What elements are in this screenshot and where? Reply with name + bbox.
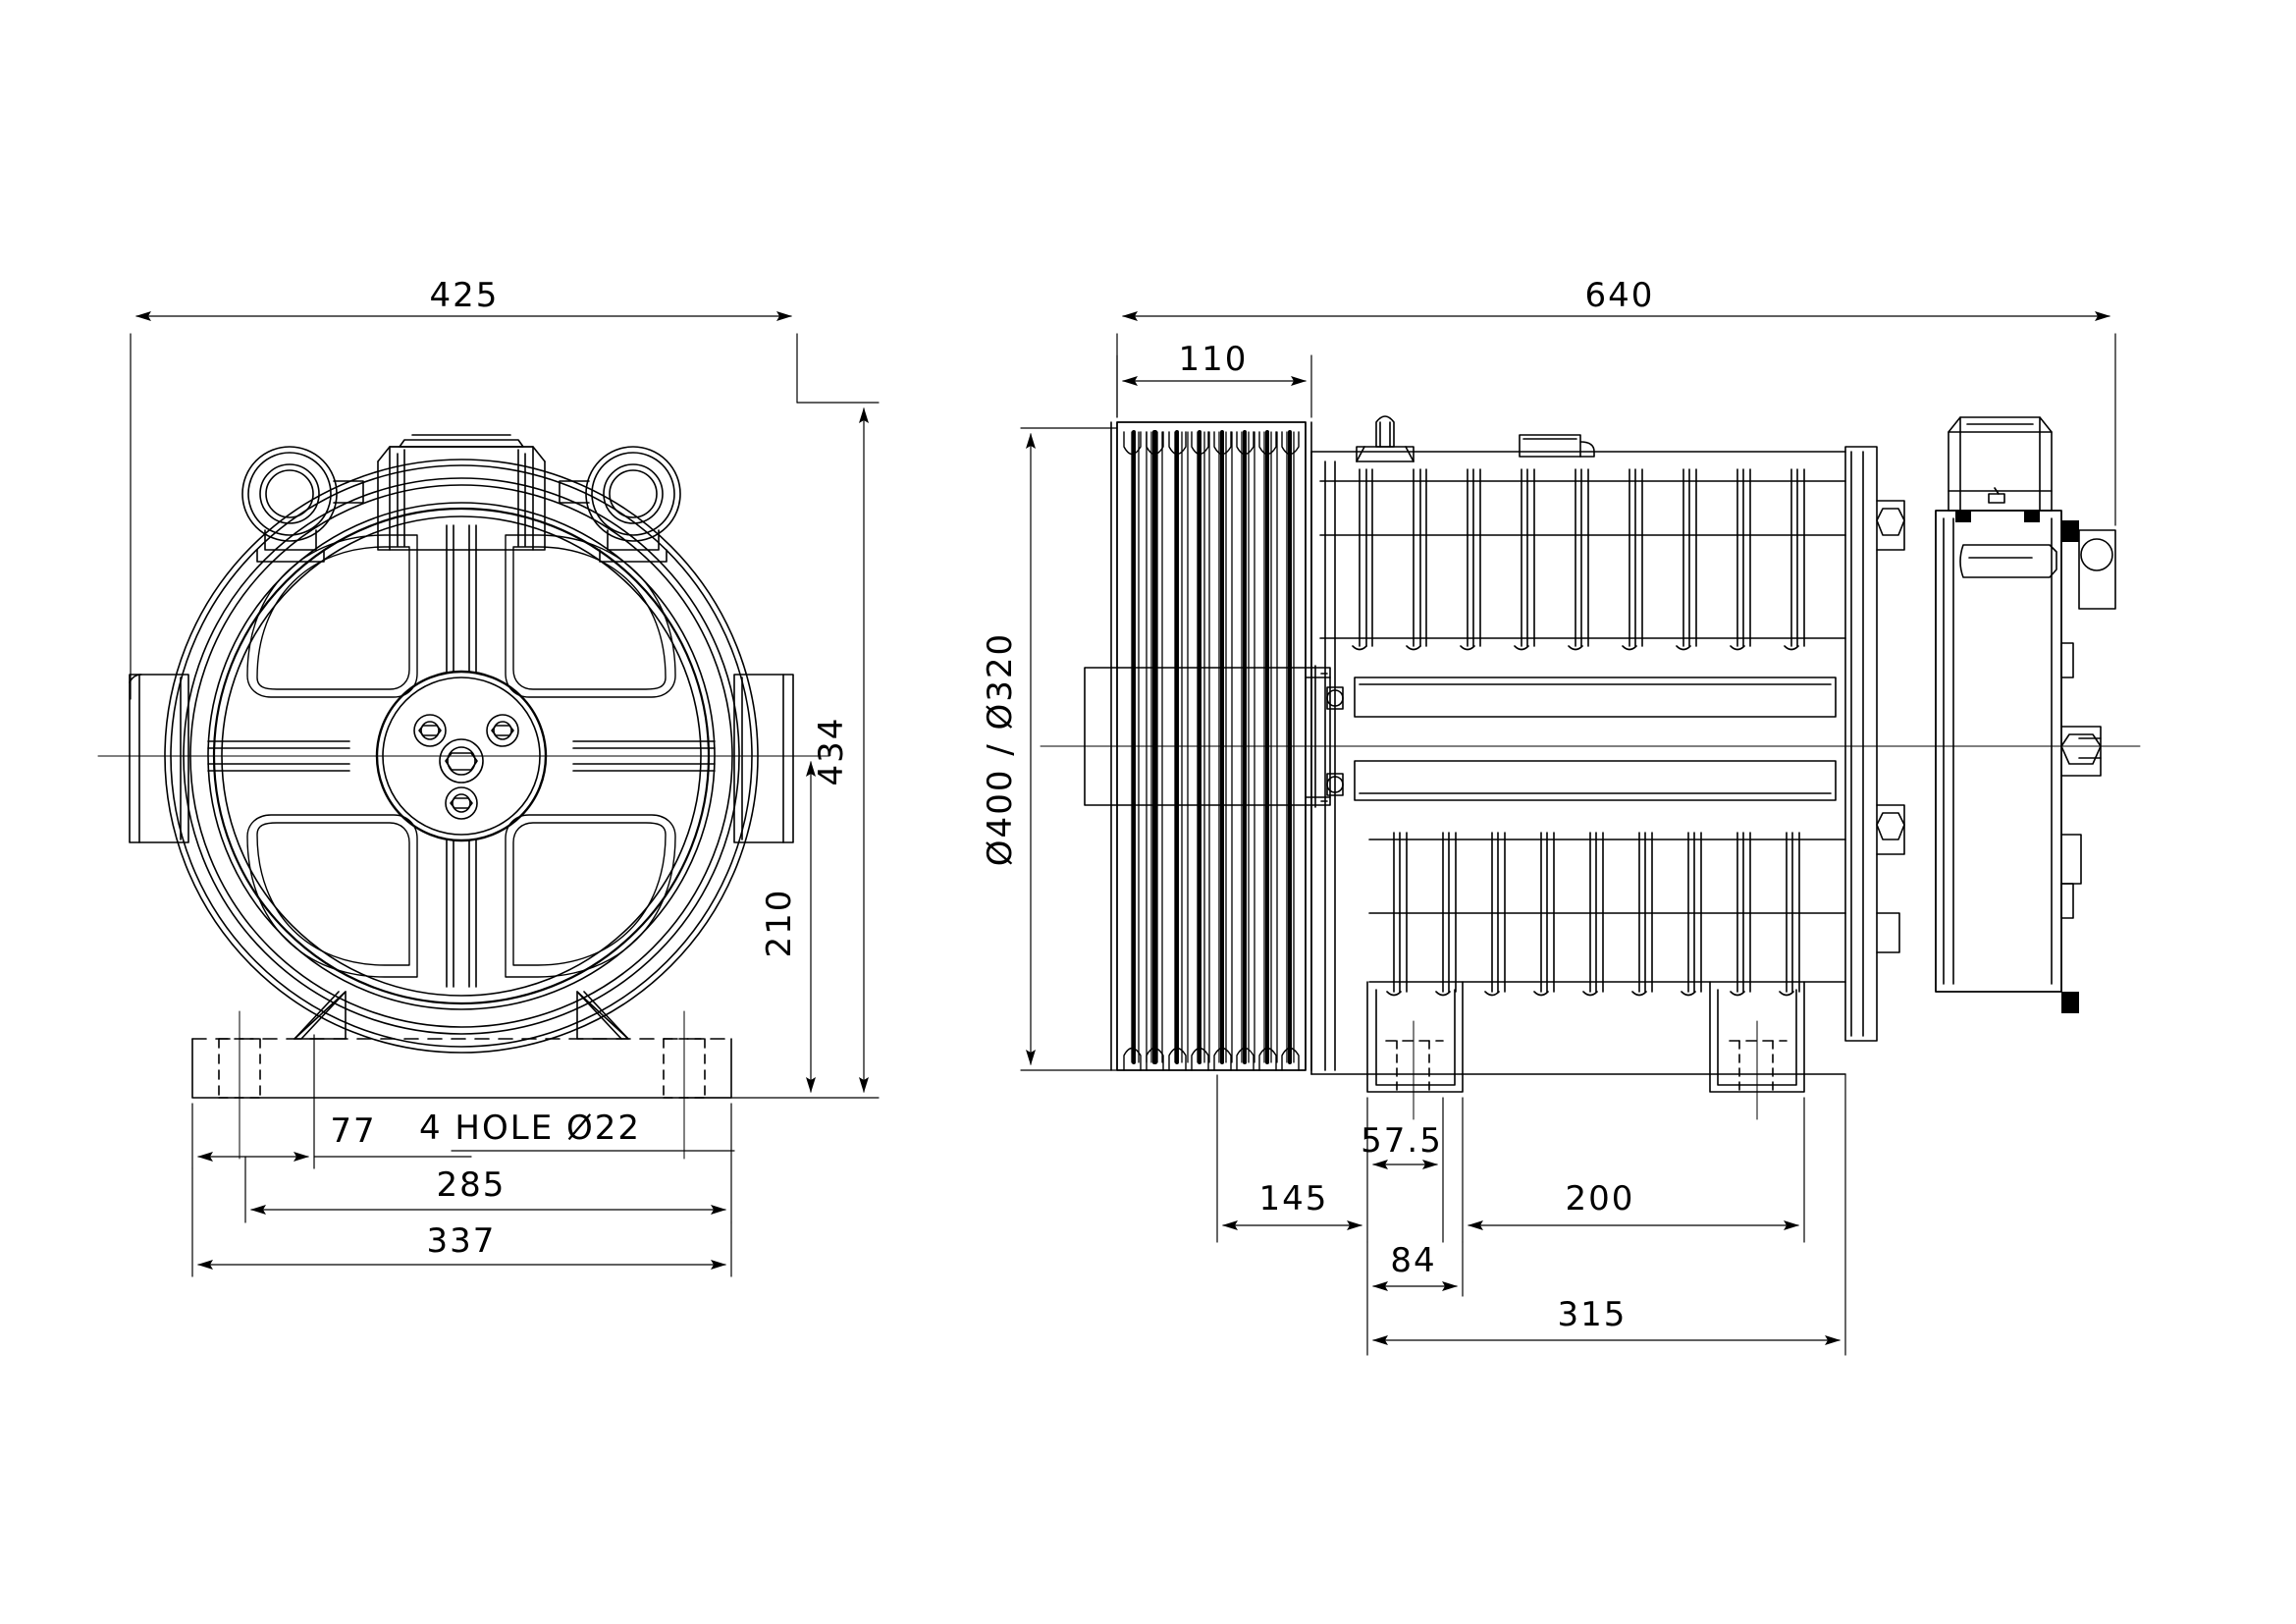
- sheave-spokes: [207, 524, 716, 988]
- sheave-grooves: [1131, 430, 1295, 1064]
- side-view-geometry: [1040, 415, 2141, 1120]
- lifting-eye-right: [559, 446, 681, 563]
- dim-label-84: 84: [1390, 1241, 1436, 1280]
- bearing-bracket: [1084, 665, 1331, 808]
- dim-label-77: 77: [330, 1111, 376, 1151]
- front-view-dimensions: [130, 311, 880, 1277]
- dim-label-57-5: 57.5: [1361, 1121, 1443, 1161]
- mounting-pad-left: [129, 674, 189, 843]
- lifting-eye-left: [241, 446, 364, 563]
- dim-label-110: 110: [1179, 340, 1249, 379]
- brake-assembly: [1844, 446, 1905, 1042]
- terminal-box-front: [377, 434, 546, 551]
- dim-label-200: 200: [1566, 1179, 1635, 1218]
- sheave-web-pockets: [246, 534, 676, 978]
- dim-label-315: 315: [1558, 1295, 1628, 1334]
- dim-label-4hole: 4 HOLE Ø22: [419, 1109, 641, 1148]
- side-feet: [1366, 981, 1805, 1120]
- dim-label-434: 434: [812, 717, 851, 786]
- dim-label-285: 285: [437, 1165, 507, 1205]
- control-terminal-box: [1935, 416, 2116, 1013]
- motor-housing: [1310, 451, 1846, 1075]
- mounting-pad-right: [733, 674, 794, 843]
- dim-label-210: 210: [760, 889, 799, 958]
- dim-label-640: 640: [1585, 276, 1655, 315]
- dim-label-337: 337: [427, 1221, 497, 1261]
- side-view-dimensions: [1020, 311, 2116, 1356]
- dim-label-145: 145: [1259, 1179, 1329, 1218]
- cooling-fins-bottom: [1368, 832, 1846, 997]
- hub-fasteners: [413, 714, 519, 820]
- cooling-fins-top: [1319, 468, 1846, 651]
- front-view-geometry: [97, 434, 830, 1160]
- junction-block-top: [1519, 434, 1595, 458]
- brake-release-lever: [1356, 415, 1415, 462]
- dimension-labels: 425 434 210 77 4 HOLE Ø22 285 337 640 11…: [330, 276, 1655, 1334]
- center-band: [1354, 677, 1837, 801]
- sheave-side-bracket: [1326, 686, 1344, 796]
- dim-label-425: 425: [430, 276, 500, 315]
- dim-label-diameter: Ø400 / Ø320: [981, 632, 1020, 866]
